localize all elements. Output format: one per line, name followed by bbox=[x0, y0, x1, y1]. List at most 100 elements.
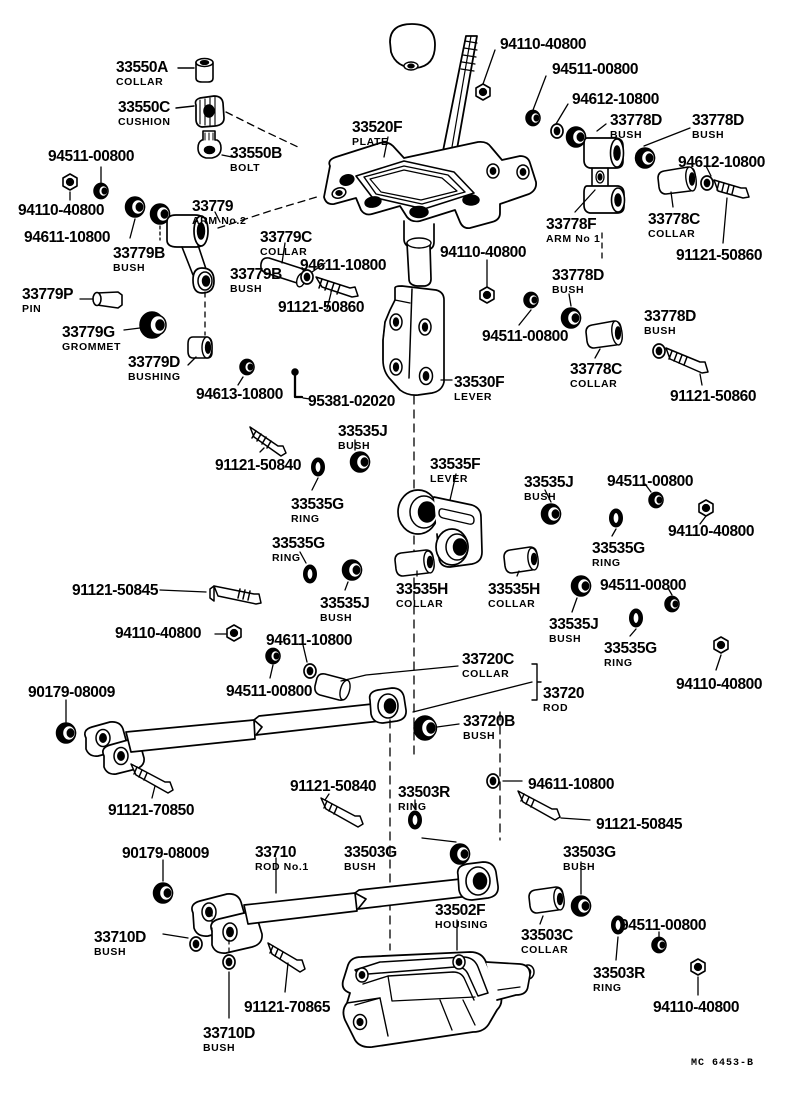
part-name: BUSH bbox=[524, 490, 557, 503]
part-number: 33710D bbox=[203, 1025, 255, 1042]
part-number: 94612-10800 bbox=[678, 154, 765, 171]
part-label-94613-10800: 94613-10800 bbox=[196, 387, 283, 403]
part-number: 33779G bbox=[62, 324, 115, 341]
part-number: 33502F bbox=[435, 902, 486, 919]
part-number: 33550B bbox=[230, 145, 282, 162]
part-number: 91121-50860 bbox=[670, 388, 757, 405]
part-label-94511-00800: 94511-00800 bbox=[600, 578, 687, 594]
part-name: BUSH bbox=[338, 439, 371, 452]
part-label-94110-40800: 94110-40800 bbox=[500, 37, 587, 53]
part-number: 91121-50860 bbox=[278, 299, 365, 316]
part-label-94612-10800: 94612-10800 bbox=[678, 155, 765, 171]
part-name: PLATE bbox=[352, 135, 389, 148]
part-number: 33720 bbox=[543, 685, 585, 702]
part-number: 33503R bbox=[593, 965, 645, 982]
part-label-91121-70850: 91121-70850 bbox=[108, 802, 195, 819]
part-number: 94611-10800 bbox=[24, 229, 111, 246]
part-number: 33535G bbox=[592, 540, 645, 557]
part-name: RING bbox=[593, 981, 622, 994]
part-label-91121-50840: 91121-50840 bbox=[290, 778, 377, 795]
part-number: 33779D bbox=[128, 354, 180, 371]
part-name: BUSH bbox=[549, 632, 582, 645]
part-number: 33779B bbox=[230, 266, 282, 283]
part-number: 94511-00800 bbox=[48, 148, 135, 165]
part-name: COLLAR bbox=[396, 597, 444, 610]
part-number: 33535J bbox=[549, 616, 599, 633]
part-name: RING bbox=[272, 551, 301, 564]
part-label-91121-50840: 91121-50840 bbox=[215, 458, 302, 474]
part-number: 33535G bbox=[272, 535, 325, 552]
part-label-94611-10800: 94611-10800 bbox=[266, 632, 353, 649]
part-number: 33779B bbox=[113, 245, 165, 262]
part-name: BUSH bbox=[692, 128, 725, 141]
part-number: 33550C bbox=[118, 99, 170, 116]
part-number: 94611-10800 bbox=[266, 632, 353, 649]
part-number: 94611-10800 bbox=[528, 776, 615, 793]
part-number: 94613-10800 bbox=[196, 386, 283, 403]
part-label-91121-50860: 91121-50860 bbox=[278, 299, 365, 316]
part-label-90179-08009: 90179-08009 bbox=[122, 846, 209, 862]
part-number: 94611-10800 bbox=[300, 257, 387, 274]
part-number: 33503G bbox=[344, 844, 397, 861]
part-label-91121-50860: 91121-50860 bbox=[670, 388, 757, 405]
part-name: ARM No.2 bbox=[192, 214, 247, 227]
part-name: COLLAR bbox=[488, 597, 536, 610]
part-number: 33535H bbox=[488, 581, 540, 598]
part-number: 33778D bbox=[610, 112, 662, 129]
part-number: 33778D bbox=[644, 308, 696, 325]
part-number: 94110-40800 bbox=[18, 202, 105, 219]
part-number: 91121-50840 bbox=[290, 778, 377, 795]
part-number: 33535H bbox=[396, 581, 448, 598]
part-number: 90179-08009 bbox=[122, 845, 209, 862]
part-number: 33535F bbox=[430, 456, 481, 473]
part-number: 33535G bbox=[291, 496, 344, 513]
part-number: 33710D bbox=[94, 929, 146, 946]
part-name: BUSH bbox=[344, 860, 377, 873]
part-label-94110-40800: 94110-40800 bbox=[676, 677, 763, 693]
part-number: 91121-50845 bbox=[596, 816, 683, 833]
part-number: 33503R bbox=[398, 784, 450, 801]
part-name: COLLAR bbox=[521, 943, 569, 956]
part-number: 94511-00800 bbox=[226, 683, 313, 700]
part-number: 33779P bbox=[22, 286, 74, 303]
part-number: 94110-40800 bbox=[440, 244, 527, 261]
part-name: LEVER bbox=[454, 390, 493, 403]
part-number: 91121-70850 bbox=[108, 802, 195, 819]
part-label-94110-40800: 94110-40800 bbox=[18, 202, 105, 219]
part-label-91121-50845: 91121-50845 bbox=[72, 583, 159, 599]
part-name: RING bbox=[291, 512, 320, 525]
part-name: COLLAR bbox=[648, 227, 696, 240]
part-name: GROMMET bbox=[62, 340, 122, 353]
part-name: BUSH bbox=[94, 945, 127, 958]
part-number: 94511-00800 bbox=[620, 917, 707, 934]
part-number: 33779C bbox=[260, 229, 312, 246]
part-number: 33535G bbox=[604, 640, 657, 657]
part-number: 94612-10800 bbox=[572, 91, 659, 108]
part-label-94611-10800: 94611-10800 bbox=[528, 776, 615, 793]
part-label-94611-10800: 94611-10800 bbox=[24, 229, 111, 246]
